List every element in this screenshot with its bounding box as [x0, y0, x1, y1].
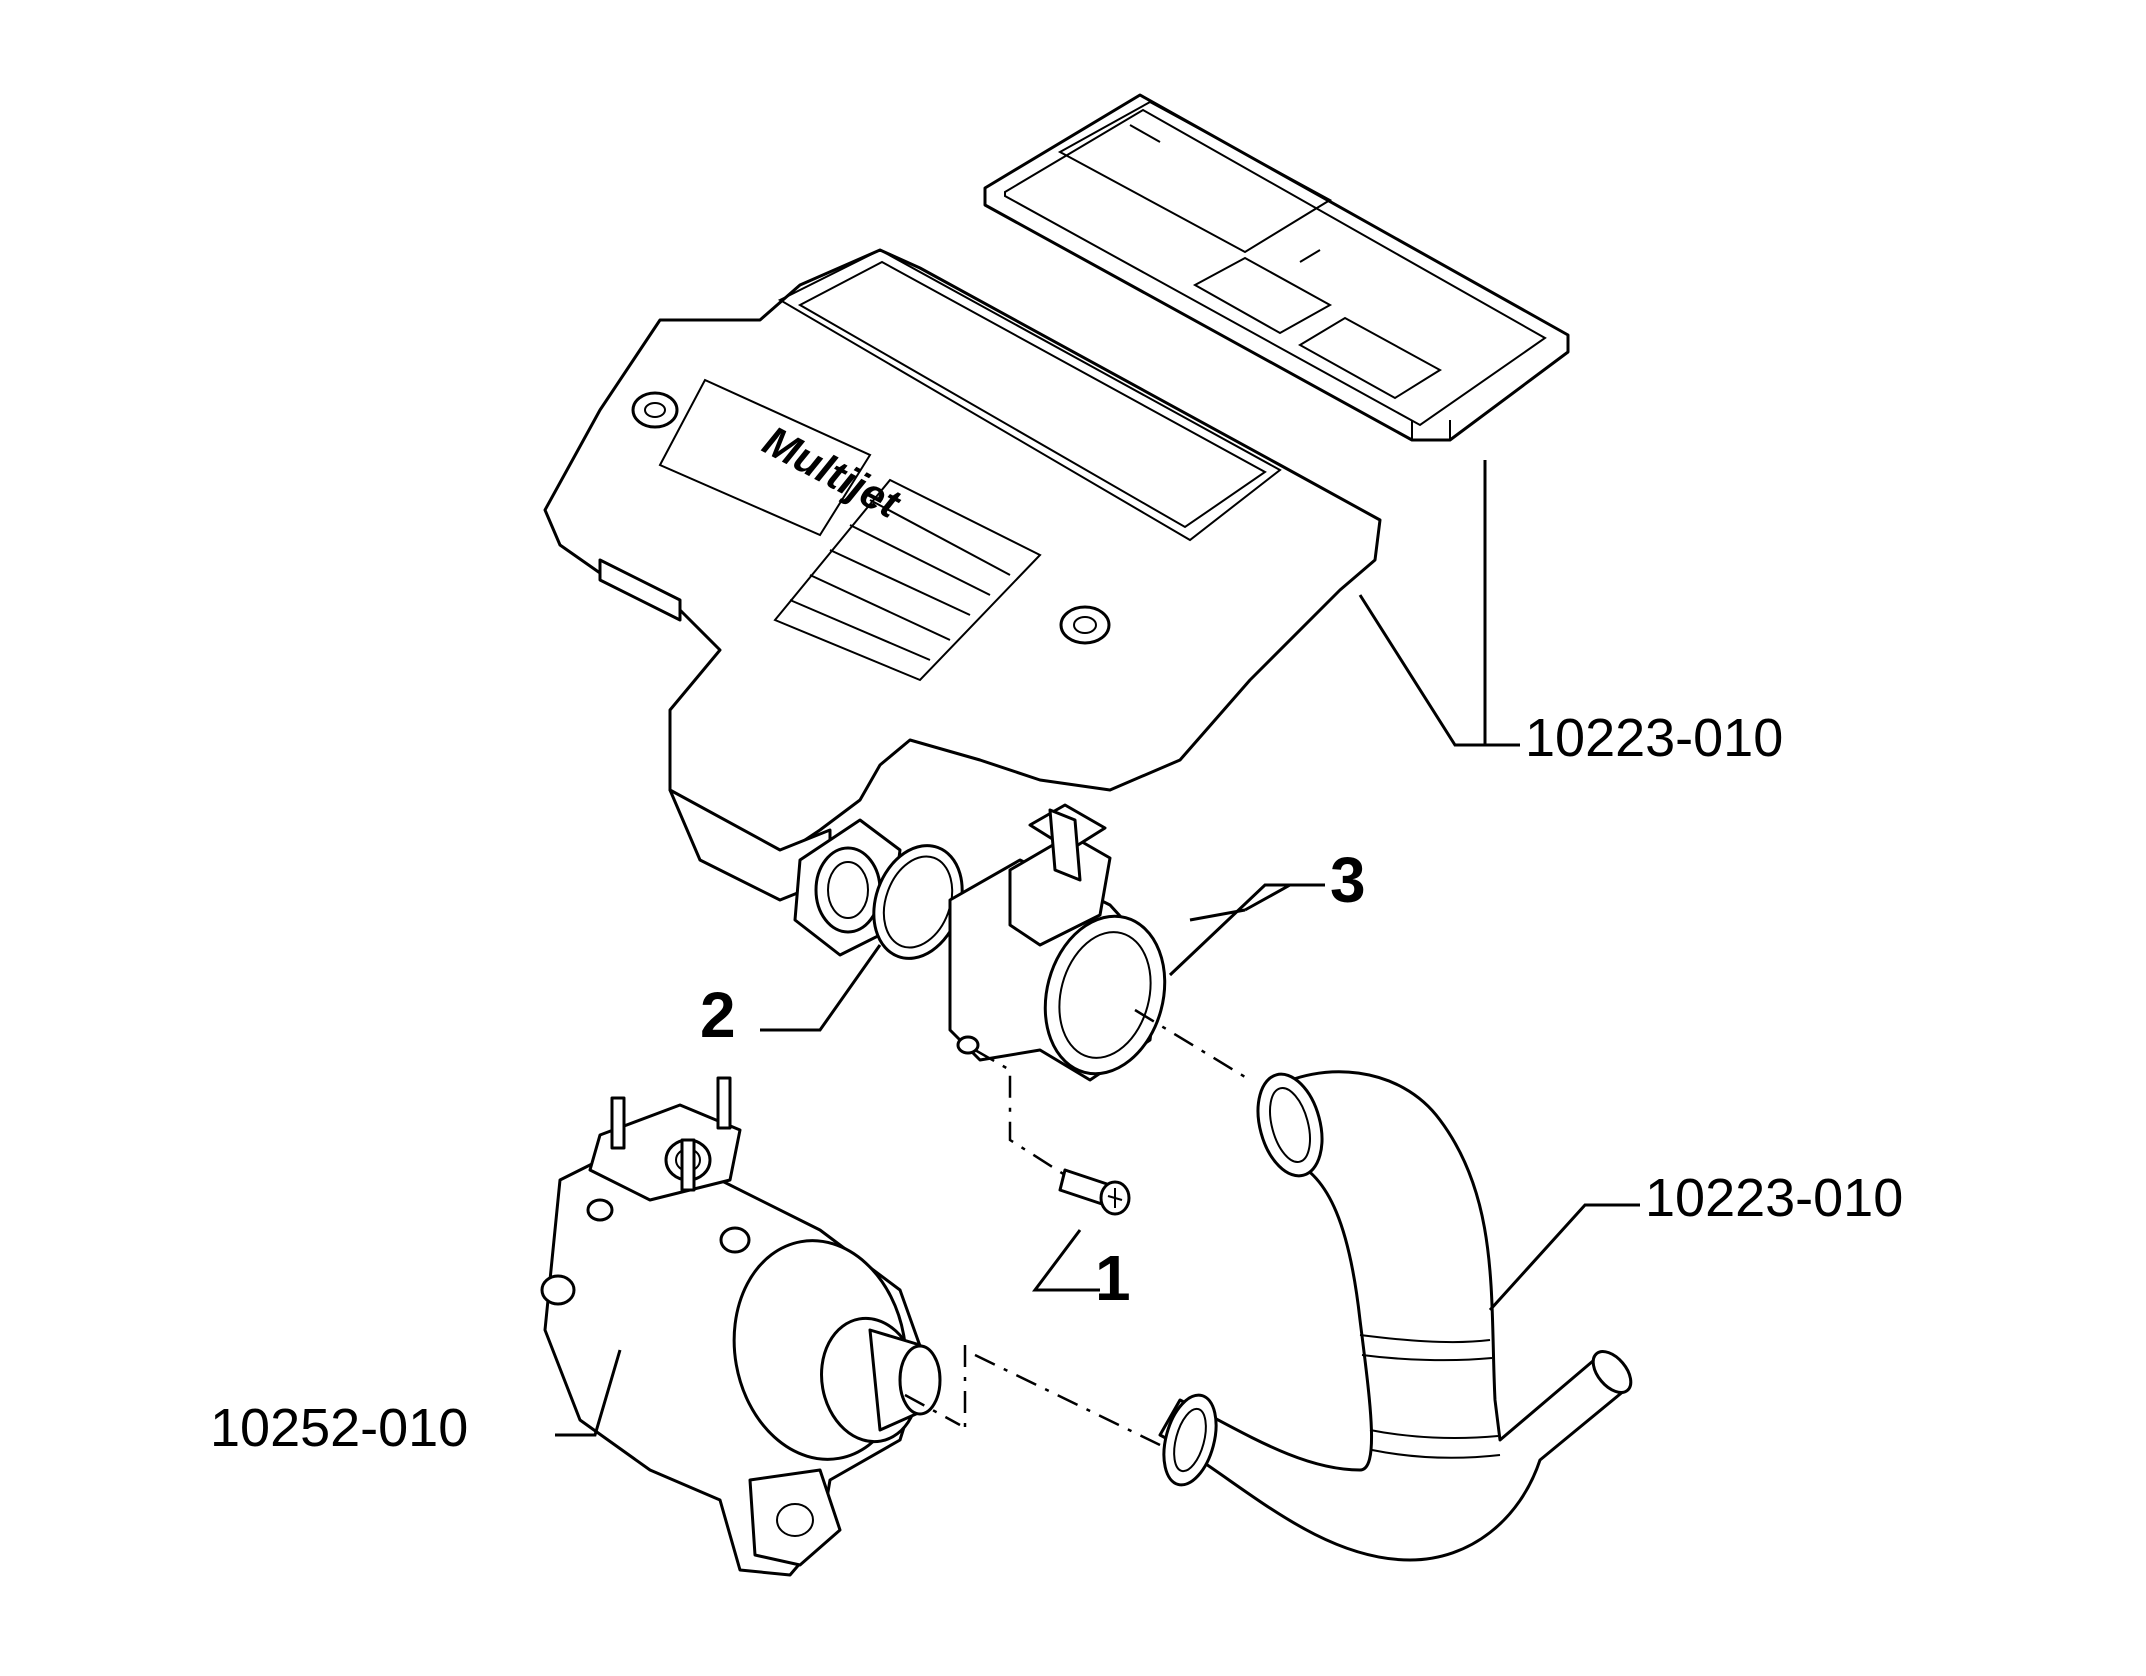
callout-1: 1	[1095, 1242, 1131, 1314]
turbocharger	[540, 1076, 942, 1577]
screw	[1058, 1168, 1131, 1216]
callout-3: 3	[1330, 844, 1366, 916]
engine-cover: Multijet	[543, 248, 1382, 957]
ref-label-cover: 10223-010	[1525, 708, 1783, 768]
air-filter-lid	[983, 93, 1570, 442]
ref-label-hose: 10223-010	[1645, 1168, 1903, 1228]
leader-lines	[555, 460, 1640, 1437]
alignment-lines	[904, 1008, 1251, 1447]
callout-2: 2	[700, 979, 736, 1051]
intake-hose	[1158, 1070, 1633, 1562]
air-flow-meter	[948, 803, 1167, 1082]
ref-label-turbo: 10252-010	[210, 1398, 468, 1458]
